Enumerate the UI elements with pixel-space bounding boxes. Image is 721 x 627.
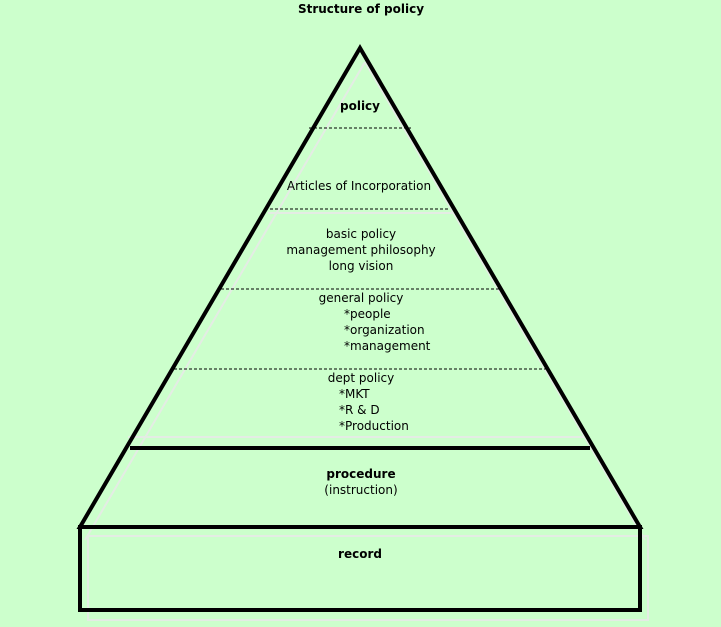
layer-dept-item-1: *MKT bbox=[339, 387, 370, 401]
layer-general-item-1: *people bbox=[344, 307, 391, 321]
layer-articles-label: Articles of Incorporation bbox=[287, 179, 431, 193]
layer-dept-item-3: *Production bbox=[339, 419, 409, 433]
ghost-line bbox=[364, 61, 646, 541]
layer-record-label: record bbox=[338, 547, 382, 561]
layer-procedure-label: procedure bbox=[326, 467, 395, 481]
record-box bbox=[78, 525, 642, 612]
ghost-line bbox=[84, 61, 366, 541]
layer-dept-item-2: *R & D bbox=[339, 403, 380, 417]
layer-procedure-sub: (instruction) bbox=[324, 483, 397, 497]
layer-dept-header: dept policy bbox=[328, 371, 394, 385]
layer-basic-line-1: basic policy bbox=[326, 227, 396, 241]
layer-basic-line-3: long vision bbox=[329, 259, 394, 273]
diagram-title: Structure of policy bbox=[298, 2, 424, 16]
ghost-line bbox=[87, 535, 649, 621]
layer-general-item-2: *organization bbox=[344, 323, 425, 337]
layer-general-header: general policy bbox=[319, 291, 404, 305]
layer-policy-label: policy bbox=[340, 99, 380, 113]
layer-general-item-3: *management bbox=[344, 339, 431, 353]
pyramid-outline bbox=[76, 44, 644, 529]
layer-basic-line-2: management philosophy bbox=[286, 243, 435, 257]
